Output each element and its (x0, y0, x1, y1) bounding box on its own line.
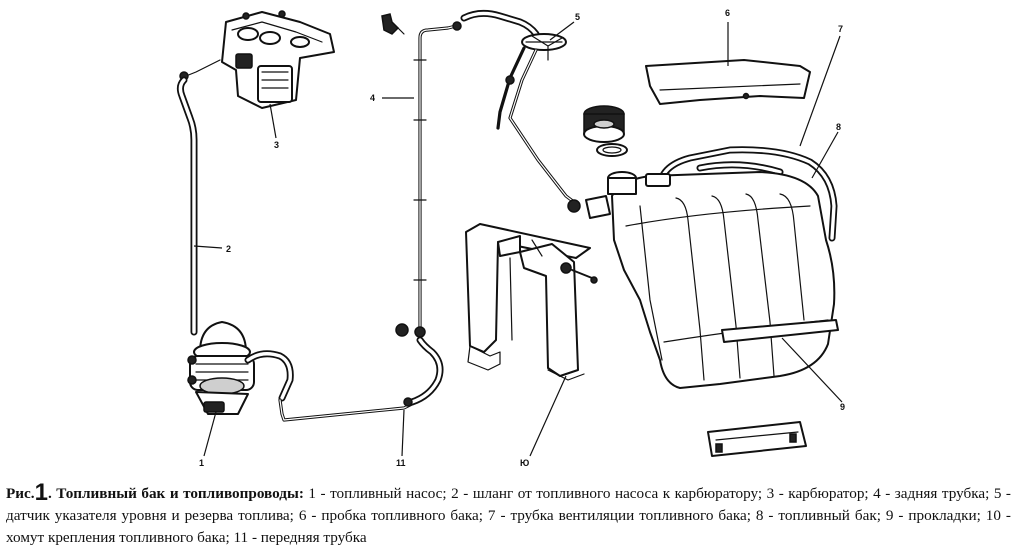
label-front-tube: 11 (396, 458, 406, 468)
label-tank: 8 (836, 122, 841, 132)
front-tube (278, 323, 444, 422)
fuel-tank-cap (583, 105, 628, 157)
fuel-system-diagram: 3 2 1 4 5 6 7 8 9 Ю 11 (176, 8, 845, 468)
label-hose: 2 (226, 244, 231, 254)
label-cap: 6 (725, 8, 730, 18)
diagram-canvas: 3 2 1 4 5 6 7 8 9 Ю 11 (176, 8, 845, 468)
fuel-tank (585, 171, 839, 389)
label-rear-tube: 4 (370, 93, 375, 103)
hose-pump-to-carburetor (176, 76, 198, 336)
caption-fig-number: 1 (34, 479, 48, 506)
tank-mounting-clamp (465, 223, 598, 381)
tube-fitting (381, 13, 405, 35)
label-vent-tube: 7 (838, 24, 843, 34)
rear-tube (413, 21, 462, 338)
caption-fig-prefix: Рис. (6, 485, 35, 502)
carburetor (179, 10, 335, 109)
label-carburetor: 3 (274, 140, 279, 150)
tank-pads (707, 421, 807, 457)
figure-caption: Рис.1. Топливный бак и топливопроводы: 1… (6, 479, 1011, 549)
vent-tube (656, 146, 838, 242)
label-clamp: Ю (520, 458, 529, 468)
part-labels: 3 2 1 4 5 6 7 8 9 Ю 11 (199, 8, 845, 468)
caption-body: 1 - топливный насос; 2 - шланг от топлив… (6, 485, 1011, 546)
tank-cover-plate (645, 59, 811, 105)
fuel-pump (187, 321, 294, 415)
label-pump: 1 (199, 458, 204, 468)
leader-lines (193, 21, 843, 457)
label-sensor: 5 (575, 12, 580, 22)
fuel-level-sensor (460, 9, 581, 213)
label-pads: 9 (840, 402, 845, 412)
caption-title: . Топливный бак и топливопроводы: (47, 485, 304, 502)
